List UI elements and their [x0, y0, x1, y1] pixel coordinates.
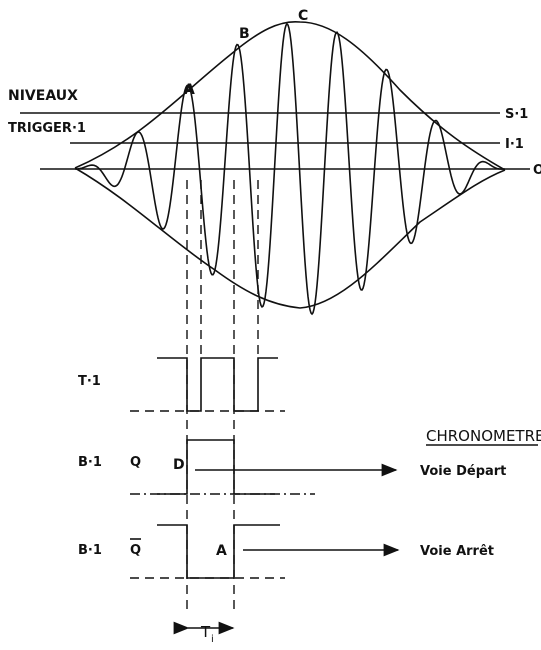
lower-envelope	[74, 167, 506, 309]
point-b-label: B	[239, 26, 250, 42]
t1-waveform	[157, 357, 278, 412]
voie-depart-label: Voie Départ	[420, 464, 506, 479]
ti-label: T	[200, 623, 211, 641]
chronometre-label: CHRONOMETRE	[426, 427, 541, 445]
level-o-label: O	[533, 163, 541, 178]
level-s-label: S·1	[505, 107, 528, 122]
point-a-label: A	[184, 82, 195, 98]
a-output-label: A	[216, 543, 227, 559]
trigger-label: TRIGGER·1	[8, 121, 86, 136]
b1-q-waveform	[157, 439, 275, 495]
level-i-label: I·1	[505, 137, 524, 152]
qbar-label: Q	[130, 543, 141, 558]
niveaux-label: NIVEAUX	[8, 88, 78, 104]
upper-envelope	[74, 20, 506, 171]
d-label: D	[173, 457, 185, 473]
b1-q-label: B·1	[78, 455, 102, 470]
ti-subscript: i	[211, 634, 214, 645]
b1-qbar-label: B·1	[78, 543, 102, 558]
oscillating-signal	[75, 22, 505, 316]
point-c-label: C	[298, 8, 308, 24]
t1-label: T·1	[78, 374, 101, 389]
q-label: Q	[130, 455, 141, 470]
voie-arret-label: Voie Arrêt	[420, 544, 494, 559]
